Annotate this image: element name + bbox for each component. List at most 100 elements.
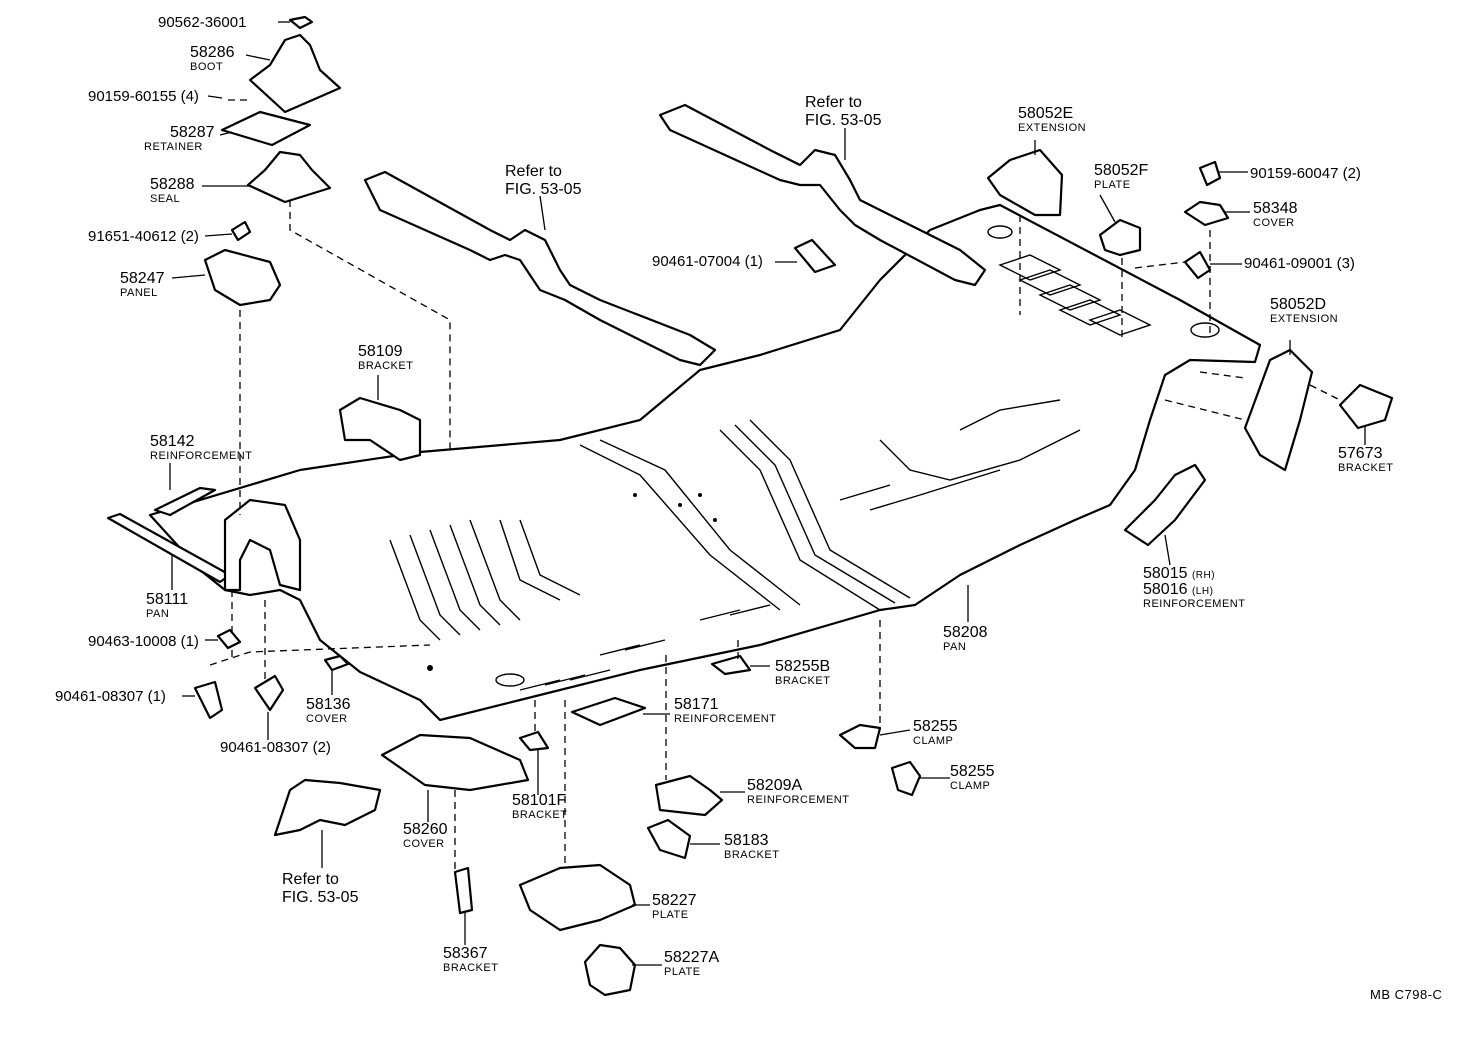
part-name: BRACKET bbox=[724, 849, 780, 861]
crossmember-right bbox=[658, 103, 987, 287]
callout-58052F: 58052F PLATE bbox=[1094, 163, 1148, 191]
nut-90562 bbox=[288, 15, 314, 30]
cover-58348 bbox=[1183, 200, 1230, 227]
bolt-91651 bbox=[230, 220, 252, 242]
clip-90461-c bbox=[1183, 250, 1212, 280]
part-name: PAN bbox=[146, 608, 170, 620]
callout-58052D: 58052D EXTENSION bbox=[1270, 297, 1338, 325]
extension-58052D bbox=[1243, 348, 1314, 472]
callout-90461-07004: 90461-07004 (1) bbox=[652, 254, 763, 269]
plate-58227 bbox=[518, 863, 637, 932]
part-number: 90461-08307 (2) bbox=[220, 739, 331, 756]
part-number: 58367 bbox=[443, 945, 488, 962]
part-number: 58247 bbox=[120, 270, 165, 287]
callout-91651-40612: 91651-40612 (2) bbox=[88, 229, 199, 244]
callout-58208: 58208 PAN bbox=[943, 625, 988, 653]
leader-lines bbox=[169, 21, 1366, 966]
part-name: PLATE bbox=[1094, 179, 1131, 191]
part-number: 90159-60047 (2) bbox=[1250, 165, 1361, 182]
tunnel-arch bbox=[223, 498, 302, 592]
part-name: CLAMP bbox=[950, 780, 991, 792]
part-number: 58052E bbox=[1018, 105, 1074, 122]
callout-58286: 58286 BOOT bbox=[190, 45, 235, 73]
part-number: 90463-10008 (1) bbox=[88, 633, 199, 650]
ref-line2: FIG. 53-05 bbox=[505, 181, 582, 198]
part-number: 58183 bbox=[724, 832, 769, 849]
part-number: 90461-09001 (3) bbox=[1244, 255, 1355, 272]
part-name: BRACKET bbox=[512, 809, 568, 821]
callout-58183: 58183 BRACKET bbox=[724, 833, 779, 861]
part-number: 90461-07004 (1) bbox=[652, 253, 763, 270]
callout-58136: 58136 COVER bbox=[306, 697, 351, 725]
ref-line2: FIG. 53-05 bbox=[282, 889, 359, 906]
reinforcement-58209A bbox=[654, 774, 724, 817]
callout-90159-60155: 90159-60155 (4) bbox=[88, 89, 199, 104]
callout-58171: 58171 REINFORCEMENT bbox=[674, 697, 776, 725]
callout-58142: 58142 REINFORCEMENT bbox=[150, 434, 252, 462]
part-number: 58208 bbox=[943, 624, 988, 641]
callout-90159-60047: 90159-60047 (2) bbox=[1250, 166, 1361, 181]
part-number: 90159-60155 (4) bbox=[88, 88, 199, 105]
callout-58255-clamp-a: 58255 CLAMP bbox=[913, 719, 958, 747]
part-number: 58136 bbox=[306, 696, 351, 713]
bracket-58255B bbox=[710, 654, 752, 676]
part-number: 58209A bbox=[747, 777, 803, 794]
callout-58247: 58247 PANEL bbox=[120, 271, 165, 299]
callout-58288: 58288 SEAL bbox=[150, 177, 195, 205]
bracket-58367 bbox=[453, 866, 474, 915]
callout-90562-36001: 90562-36001 bbox=[158, 15, 246, 30]
reinforcement-58015 bbox=[1123, 463, 1207, 547]
part-number: 58255 bbox=[913, 718, 958, 735]
reinforcement-58171 bbox=[570, 696, 647, 727]
part-number: 58016 bbox=[1143, 581, 1188, 598]
part-number: 58227A bbox=[664, 949, 720, 966]
part-name: COVER bbox=[1253, 217, 1295, 229]
ref-fig-top: Refer to FIG. 53-05 bbox=[805, 94, 881, 130]
crossmember-bottom-left bbox=[273, 778, 382, 837]
ref-line1: Refer to bbox=[505, 163, 562, 180]
bracket-58183 bbox=[646, 818, 692, 860]
part-name: REINFORCEMENT bbox=[747, 794, 850, 806]
boot-58286 bbox=[248, 33, 342, 114]
ref-line2: FIG. 53-05 bbox=[805, 112, 882, 129]
part-name: COVER bbox=[306, 713, 348, 725]
callout-90461-08307-a: 90461-08307 (1) bbox=[55, 689, 166, 704]
part-name: PLATE bbox=[664, 966, 701, 978]
part-number: 58111 bbox=[146, 591, 189, 608]
callout-58052E: 58052E EXTENSION bbox=[1018, 106, 1086, 134]
callout-58101F: 58101F BRACKET bbox=[512, 793, 567, 821]
callout-58255-clamp-b: 58255 CLAMP bbox=[950, 764, 995, 792]
ref-fig-left: Refer to FIG. 53-05 bbox=[505, 163, 581, 199]
bracket-58101F bbox=[518, 730, 550, 752]
floor-pan-main bbox=[148, 203, 1262, 722]
callout-58255B: 58255B BRACKET bbox=[775, 659, 830, 687]
part-number: 58015 bbox=[1143, 565, 1188, 582]
part-number: 58255 bbox=[950, 763, 995, 780]
callout-90463-10008: 90463-10008 (1) bbox=[88, 634, 199, 649]
callout-58227A: 58227A PLATE bbox=[664, 950, 719, 978]
panel-58247 bbox=[203, 248, 282, 307]
part-name: BRACKET bbox=[443, 962, 499, 974]
part-number: 91651-40612 (2) bbox=[88, 228, 199, 245]
part-name: BRACKET bbox=[1338, 462, 1394, 474]
part-number: 90461-08307 (1) bbox=[55, 688, 166, 705]
part-number: 58260 bbox=[403, 821, 448, 838]
part-name: COVER bbox=[403, 838, 445, 850]
part-number: 58286 bbox=[190, 44, 235, 61]
part-number: 58142 bbox=[150, 433, 195, 450]
callout-57673: 57673 BRACKET bbox=[1338, 446, 1393, 474]
part-number: 58101F bbox=[512, 792, 567, 809]
callout-58367: 58367 BRACKET bbox=[443, 946, 498, 974]
part-name: REINFORCEMENT bbox=[1143, 598, 1246, 610]
part-number: 58287 bbox=[170, 124, 215, 141]
part-name: PLATE bbox=[652, 909, 689, 921]
clip-90463 bbox=[216, 628, 242, 650]
part-number: 58227 bbox=[652, 892, 697, 909]
callout-58260: 58260 COVER bbox=[403, 822, 448, 850]
ref-fig-bottom: Refer to FIG. 53-05 bbox=[282, 871, 358, 907]
callout-58109: 58109 BRACKET bbox=[358, 344, 413, 372]
reinforcement-58142 bbox=[153, 486, 217, 517]
diagram-code: MB C798-C bbox=[1370, 988, 1442, 1001]
part-name: RETAINER bbox=[144, 141, 203, 153]
